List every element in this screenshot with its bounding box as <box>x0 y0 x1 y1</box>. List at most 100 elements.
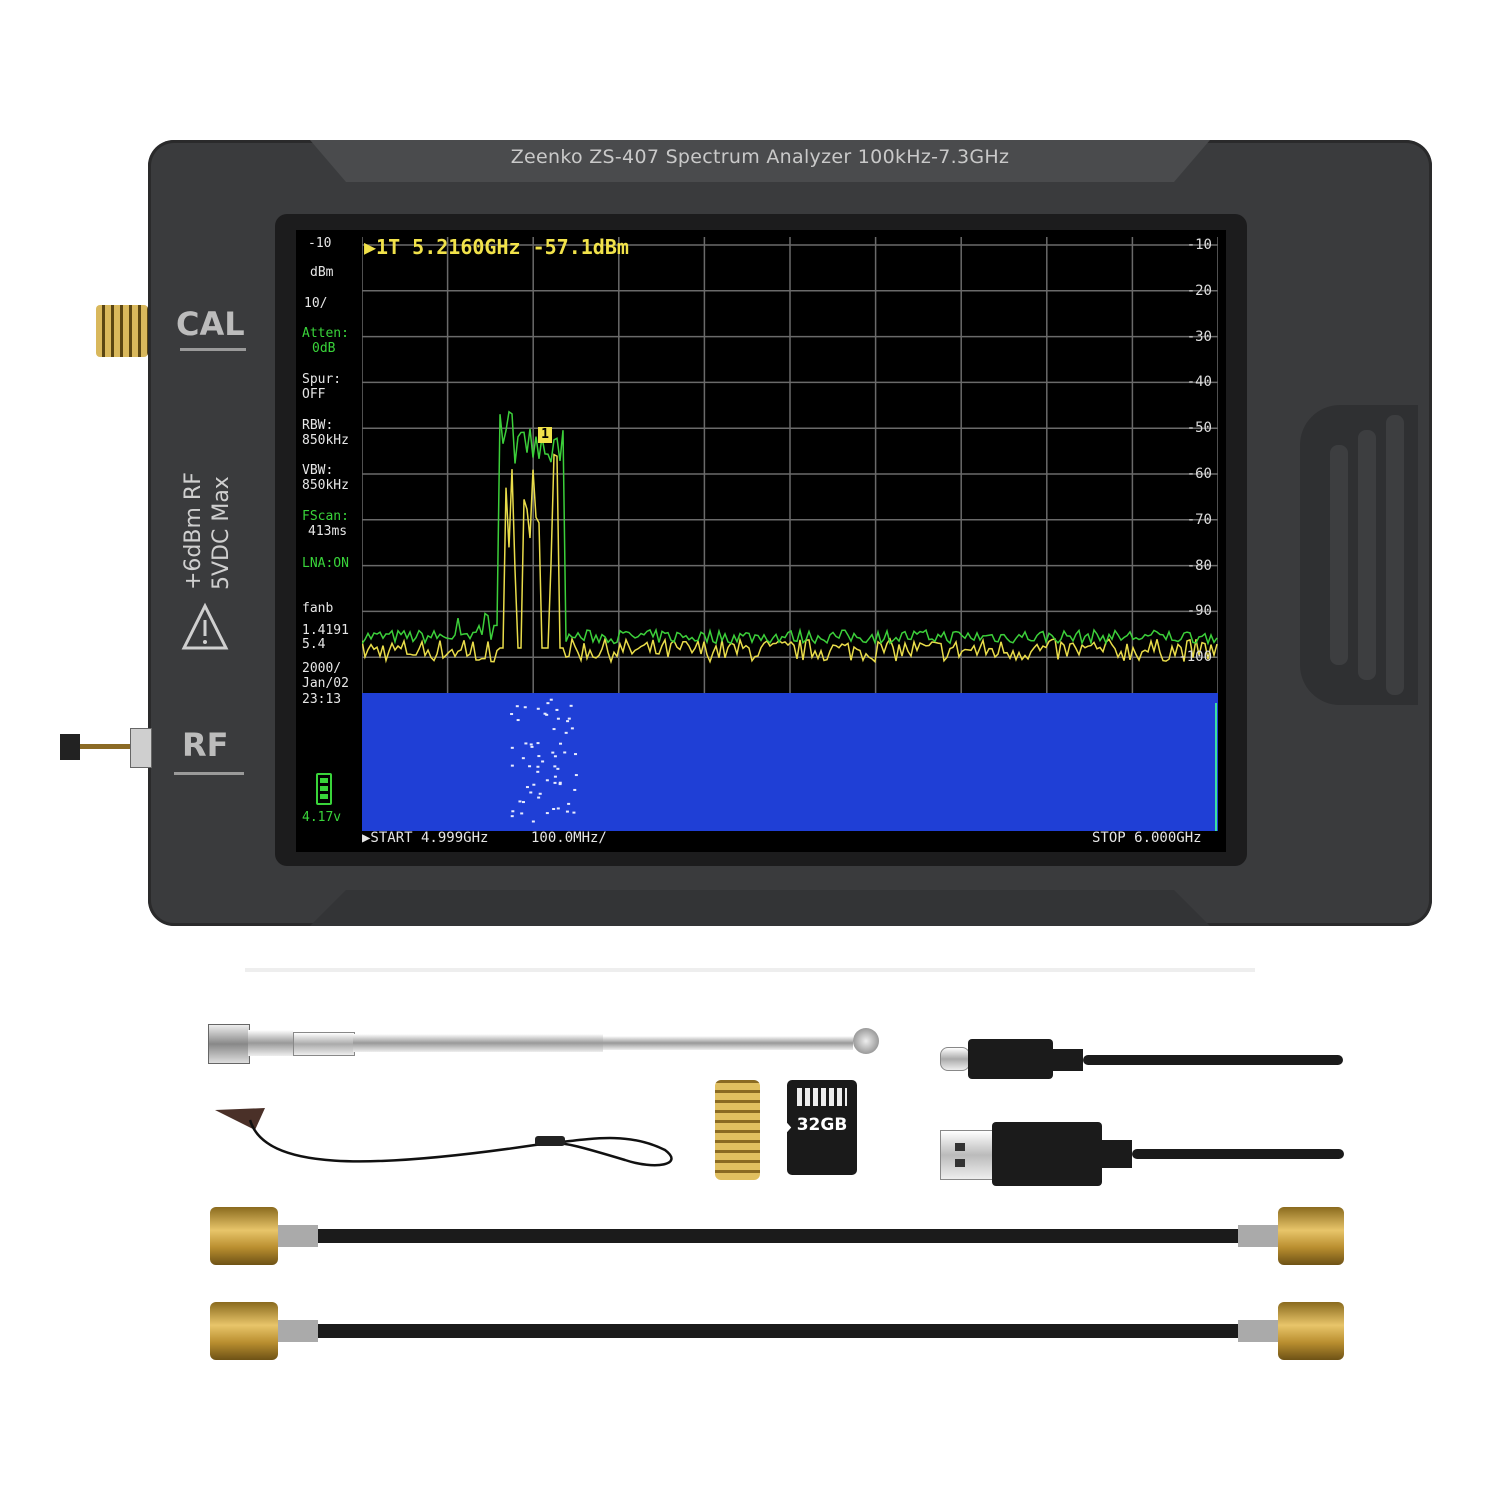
waterfall-signal-dot <box>570 727 574 730</box>
waterfall-signal-dot <box>536 742 540 745</box>
date-day: Jan/02 <box>302 676 349 691</box>
ref-unit: dBm <box>310 265 334 280</box>
warning-rf-max: +6dBm RF <box>181 472 206 590</box>
waterfall-signal-dot <box>552 808 556 811</box>
spur-label: Spur: <box>302 372 342 387</box>
waterfall-signal-dot <box>572 811 576 814</box>
max-hold-trace <box>362 410 1218 646</box>
waterfall-signal-dot <box>531 820 535 823</box>
db-scale-label: -90 <box>1186 603 1212 620</box>
span-per-div: 100.0MHz/ <box>531 830 607 846</box>
waterfall-signal-dot <box>510 713 514 716</box>
sma-cable <box>210 1205 1345 1267</box>
waterfall-signal-dot <box>543 712 547 715</box>
lanyard <box>215 1108 673 1167</box>
input-warning: +6dBm RF 5VDC Max <box>180 430 250 590</box>
waterfall-signal-dot <box>556 717 560 720</box>
cal-sma-connector[interactable] <box>96 305 148 357</box>
waterfall-signal-dot <box>536 707 540 710</box>
waterfall-signal-dot <box>555 708 559 711</box>
waterfall-signal-dot <box>537 755 541 758</box>
rbw-value: 850kHz <box>302 433 349 448</box>
live-trace <box>362 453 1218 665</box>
waterfall-signal-dot <box>511 810 515 813</box>
waterfall-signal-dot <box>536 770 540 773</box>
waterfall-signal-dot <box>569 704 573 707</box>
battery-icon <box>316 773 332 805</box>
db-scale-label: -20 <box>1186 282 1212 299</box>
waterfall-signal-dot <box>558 783 562 786</box>
waterfall-signal-dot <box>521 801 525 804</box>
side-grip <box>1300 405 1418 705</box>
waterfall-signal-dot <box>558 781 562 784</box>
waterfall-signal-dot <box>553 781 557 784</box>
microsd-card: 32GB <box>787 1080 857 1175</box>
fscan-label: FScan: <box>302 509 349 524</box>
waterfall-signal-dot <box>556 807 560 810</box>
lna-status: LNA:ON <box>302 556 349 571</box>
waterfall-signal-dot <box>564 731 568 734</box>
cal-arrow-icon <box>180 348 246 351</box>
rbw-label: RBW: <box>302 418 334 433</box>
top-bevel <box>310 140 1210 182</box>
db-scale-label: -70 <box>1186 511 1212 528</box>
waterfall-signal-dot <box>546 702 550 705</box>
sma-cable <box>210 1300 1345 1362</box>
waterfall-signal-dot <box>520 812 524 815</box>
spectrum-plot[interactable] <box>362 237 1218 833</box>
rf-label: RF <box>182 726 229 764</box>
rf-connector[interactable] <box>60 728 152 768</box>
atten-label: Atten: <box>302 326 349 341</box>
waterfall-signal-dot <box>556 767 560 770</box>
scale-per-div: 10/ <box>304 296 328 311</box>
waterfall-signal-dot <box>529 743 533 746</box>
waterfall-signal-dot <box>536 765 540 768</box>
sma-adapter <box>715 1080 760 1180</box>
waterfall-signal-dot <box>538 792 542 795</box>
db-scale-label: -30 <box>1186 328 1212 345</box>
usb-c-cable <box>940 1035 1345 1085</box>
waterfall-signal-dot <box>553 775 557 778</box>
waterfall-signal-dot <box>510 764 514 767</box>
waterfall-signal-dot <box>553 755 557 758</box>
waterfall-signal-dot <box>573 788 577 791</box>
waterfall-signal-dot <box>515 705 519 708</box>
vbw-label: VBW: <box>302 463 334 478</box>
vbw-value: 850kHz <box>302 478 349 493</box>
divider <box>245 968 1255 972</box>
waterfall-signal-dot <box>566 720 570 723</box>
waterfall-signal-dot <box>565 810 569 813</box>
marker-1-flag[interactable]: 1 <box>538 427 552 443</box>
waterfall-signal-dot <box>530 745 534 748</box>
fscan-value: 413ms <box>308 524 348 539</box>
sd-capacity-label: 32GB <box>796 1115 848 1135</box>
stop-frequency: STOP 6.000GHz <box>1092 830 1202 846</box>
waterfall-signal-dot <box>541 760 545 763</box>
waterfall-display <box>362 693 1218 831</box>
waterfall-signal-dot <box>567 717 571 720</box>
waterfall-signal-dot <box>532 783 536 786</box>
db-scale-label: -10 <box>1186 237 1212 253</box>
db-scale-label: -100 <box>1178 649 1212 666</box>
waterfall-signal-dot <box>551 751 555 754</box>
waterfall-signal-dot <box>553 765 557 768</box>
usb-a-cable <box>940 1122 1345 1186</box>
spur-value: OFF <box>302 387 326 402</box>
waterfall-signal-dot <box>559 742 563 745</box>
telescopic-antenna <box>208 1022 888 1064</box>
waterfall-signal-dot <box>545 812 549 815</box>
waterfall-signal-dot <box>574 774 578 777</box>
waterfall-signal-dot <box>518 800 522 803</box>
waterfall-signal-dot <box>567 802 571 805</box>
readout-value-1: 1.4191 <box>302 623 349 638</box>
waterfall-signal-dot <box>563 751 567 754</box>
waterfall-signal-dot <box>545 713 549 716</box>
waterfall-signal-dot <box>510 815 514 818</box>
clock-time: 23:13 <box>302 692 342 707</box>
waterfall-signal-dot <box>516 719 520 722</box>
waterfall-signal-dot <box>549 698 553 701</box>
waterfall-signal-dot <box>524 742 528 745</box>
waterfall-signal-dot <box>525 786 529 789</box>
waterfall-signal-dot <box>545 779 549 782</box>
waterfall-signal-dot <box>529 791 533 794</box>
